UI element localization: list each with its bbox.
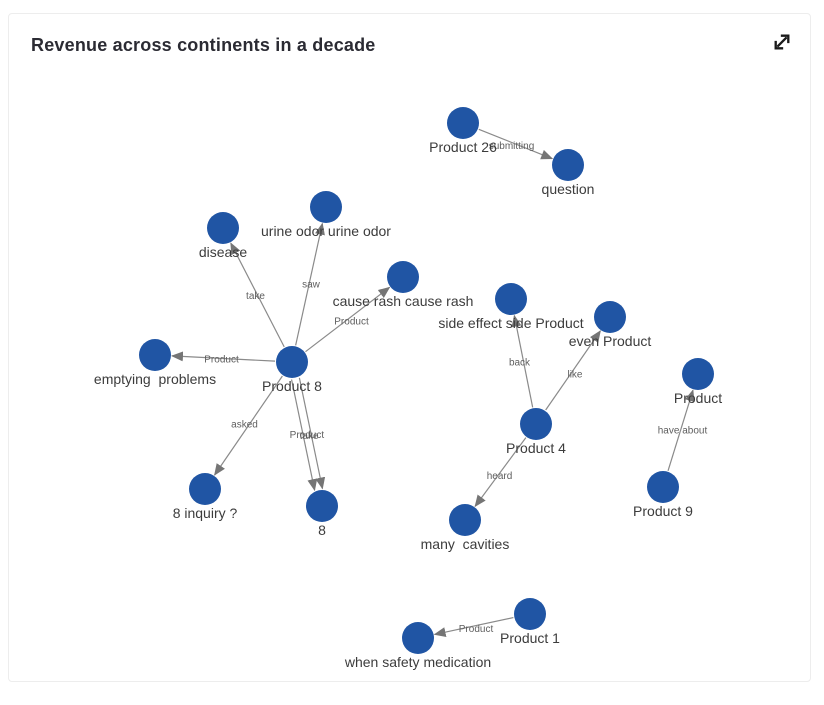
node-label: Product 9 <box>633 503 693 519</box>
graph-node[interactable] <box>449 504 481 536</box>
edge-label: Product <box>459 624 494 635</box>
graph-edge <box>230 242 285 348</box>
graph-edge <box>478 128 554 160</box>
graph-node[interactable] <box>552 149 584 181</box>
graph-edge <box>511 314 534 408</box>
graph-edge <box>298 377 326 490</box>
node-label: Product 1 <box>500 630 560 646</box>
graph-edge <box>290 379 318 492</box>
edge-label: Product <box>290 430 325 441</box>
graph-edge <box>545 330 601 411</box>
edge-label: have about <box>658 426 708 437</box>
graph-node[interactable] <box>520 408 552 440</box>
graph-edge <box>667 389 695 471</box>
graph-edge <box>474 437 527 508</box>
node-label: Product 4 <box>506 440 566 456</box>
edge-label: submitting <box>489 141 535 152</box>
edge-label: take <box>246 291 265 302</box>
card-title: Revenue across continents in a decade <box>31 35 376 55</box>
edge-label: Product <box>204 355 239 366</box>
graph-node[interactable] <box>682 358 714 390</box>
edge-label: Product <box>334 317 369 328</box>
node-label: emptying problems <box>94 371 216 387</box>
edge-label: heard <box>487 471 513 482</box>
graph-node[interactable] <box>514 598 546 630</box>
node-label: Product 26 <box>429 139 497 155</box>
node-label: Product 8 <box>262 378 322 394</box>
node-label: side effect side Product <box>438 315 583 331</box>
node-label: question <box>542 181 595 197</box>
graph-edge <box>295 222 325 346</box>
graph-edge <box>214 375 283 476</box>
graph-node[interactable] <box>207 212 239 244</box>
graph-node[interactable] <box>387 261 419 293</box>
edge-label: back <box>509 358 531 369</box>
graph-node[interactable] <box>276 346 308 378</box>
node-label: many cavities <box>421 536 510 552</box>
edge-label: take <box>300 431 319 442</box>
graph-node[interactable] <box>310 191 342 223</box>
graph-node[interactable] <box>306 490 338 522</box>
graph-node[interactable] <box>647 471 679 503</box>
graph-edge <box>433 616 514 638</box>
edge-label: saw <box>302 280 321 291</box>
graph-node[interactable] <box>402 622 434 654</box>
graph-node[interactable] <box>495 283 527 315</box>
node-label: even Product <box>569 333 652 349</box>
graph-node[interactable] <box>447 107 479 139</box>
expand-button[interactable] <box>766 26 798 58</box>
graph-edge <box>305 286 391 353</box>
node-label: disease <box>199 244 247 260</box>
graph-node[interactable] <box>189 473 221 505</box>
graph-node[interactable] <box>139 339 171 371</box>
edge-label: asked <box>231 420 258 431</box>
node-label: 8 inquiry ? <box>173 505 238 521</box>
node-label: 8 <box>318 522 326 538</box>
edge-label: like <box>567 370 582 381</box>
graph-node[interactable] <box>594 301 626 333</box>
expand-diagonal-arrows-icon <box>774 34 790 50</box>
node-label: urine odor urine odor <box>261 223 391 239</box>
node-label: Product <box>674 390 722 406</box>
node-label: when safety medication <box>344 654 491 670</box>
node-label: cause rash cause rash <box>333 293 474 309</box>
graph-edge <box>170 351 276 362</box>
